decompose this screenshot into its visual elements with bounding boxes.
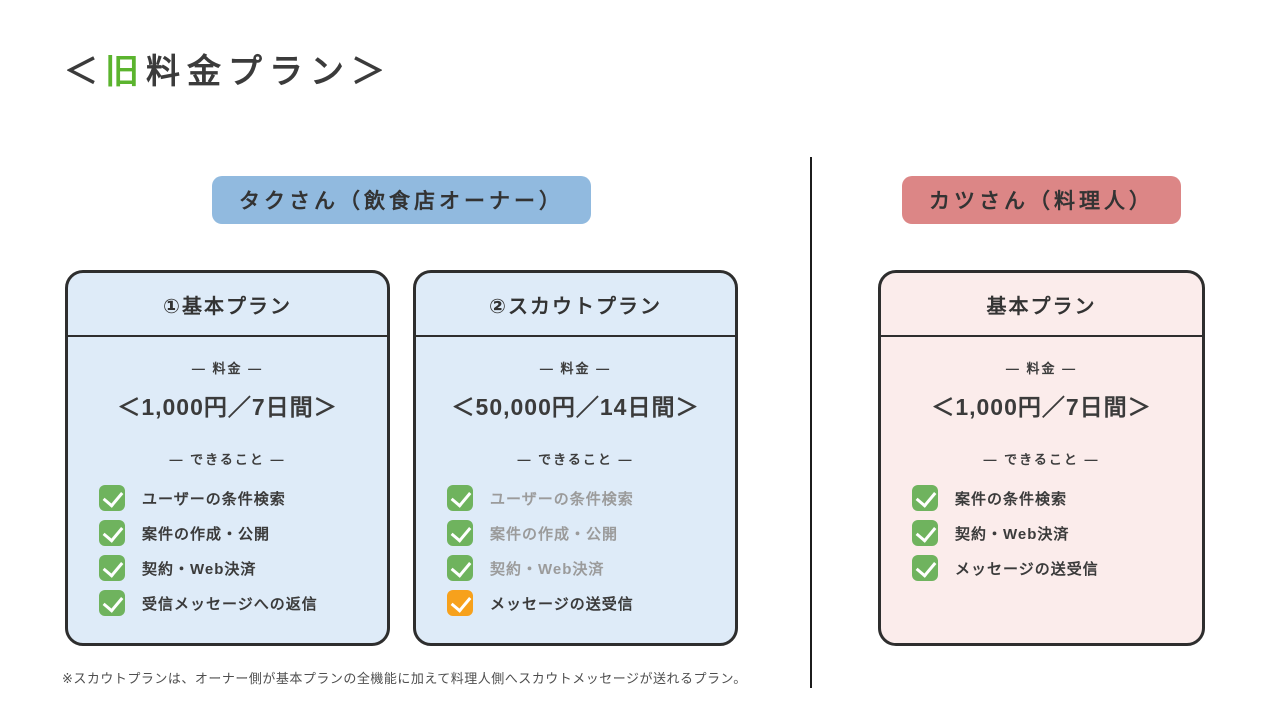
title-highlight-old: 旧 bbox=[105, 53, 146, 91]
feature-list: 案件の条件検索 契約・Web決済 メッセージの送受信 bbox=[881, 485, 1202, 581]
title-rest: 料金プラン＞ bbox=[146, 53, 392, 91]
owner-basic-plan-card: ①基本プラン ― 料金 ― ＜1,000円／7日間＞ ― できること ― ユーザ… bbox=[65, 270, 390, 646]
checkmark-icon bbox=[99, 520, 125, 546]
price-value: ＜50,000円／14日間＞ bbox=[451, 394, 700, 420]
features-label: ― できること ― bbox=[983, 452, 1100, 467]
feature-row: 案件の作成・公開 bbox=[447, 520, 735, 546]
plan-name: ①基本プラン bbox=[68, 273, 387, 337]
feature-label: メッセージの送受信 bbox=[490, 595, 634, 613]
plan-name: ②スカウトプラン bbox=[416, 273, 735, 337]
feature-list: ユーザーの条件検索 案件の作成・公開 契約・Web決済 メッセー bbox=[416, 485, 735, 616]
feature-label: 契約・Web決済 bbox=[490, 560, 605, 578]
feature-label: 案件の作成・公開 bbox=[142, 525, 271, 543]
checkmark-icon bbox=[912, 485, 938, 511]
feature-label: 受信メッセージへの返信 bbox=[142, 595, 318, 613]
feature-label: メッセージの送受信 bbox=[955, 560, 1099, 578]
checkmark-icon bbox=[447, 520, 473, 546]
price-label: ― 料金 ― bbox=[539, 361, 612, 376]
feature-row: 案件の条件検索 bbox=[912, 485, 1202, 511]
features-label: ― できること ― bbox=[169, 452, 286, 467]
price-value: ＜1,000円／7日間＞ bbox=[931, 394, 1152, 420]
checkmark-icon bbox=[99, 590, 125, 616]
checkmark-icon bbox=[912, 520, 938, 546]
checkmark-icon bbox=[99, 555, 125, 581]
checkmark-icon bbox=[912, 555, 938, 581]
feature-label: 案件の条件検索 bbox=[955, 490, 1068, 508]
chef-basic-plan-card: 基本プラン ― 料金 ― ＜1,000円／7日間＞ ― できること ― 案件の条… bbox=[878, 270, 1205, 646]
feature-label: 契約・Web決済 bbox=[142, 560, 257, 578]
feature-row: 受信メッセージへの返信 bbox=[99, 590, 387, 616]
feature-row: 契約・Web決済 bbox=[99, 555, 387, 581]
feature-list: ユーザーの条件検索 案件の作成・公開 契約・Web決済 受信メッ bbox=[68, 485, 387, 616]
features-label: ― できること ― bbox=[517, 452, 634, 467]
feature-label: 案件の作成・公開 bbox=[490, 525, 619, 543]
title-bracket-open: ＜ bbox=[64, 53, 105, 91]
checkmark-icon bbox=[447, 485, 473, 511]
feature-label: ユーザーの条件検索 bbox=[490, 490, 634, 508]
feature-row: 契約・Web決済 bbox=[447, 555, 735, 581]
owner-badge: タクさん（飲食店オーナー） bbox=[212, 176, 591, 224]
page-title: ＜旧料金プラン＞ bbox=[64, 44, 392, 93]
chef-badge-row: カツさん（料理人） bbox=[878, 176, 1205, 224]
feature-row: 案件の作成・公開 bbox=[99, 520, 387, 546]
checkmark-icon bbox=[99, 485, 125, 511]
feature-row: ユーザーの条件検索 bbox=[99, 485, 387, 511]
checkmark-icon bbox=[447, 590, 473, 616]
footnote: ※スカウトプランは、オーナー側が基本プランの全機能に加えて料理人側へスカウトメッ… bbox=[62, 671, 747, 686]
feature-row: ユーザーの条件検索 bbox=[447, 485, 735, 511]
owner-badge-row: タクさん（飲食店オーナー） bbox=[65, 176, 738, 224]
section-divider bbox=[810, 157, 812, 688]
plan-name: 基本プラン bbox=[881, 273, 1202, 337]
feature-row: 契約・Web決済 bbox=[912, 520, 1202, 546]
feature-label: 契約・Web決済 bbox=[955, 525, 1070, 543]
feature-label: ユーザーの条件検索 bbox=[142, 490, 286, 508]
card-body: ― 料金 ― ＜1,000円／7日間＞ ― できること ― ユーザーの条件検索 … bbox=[68, 337, 387, 616]
price-value: ＜1,000円／7日間＞ bbox=[117, 394, 338, 420]
owner-scout-plan-card: ②スカウトプラン ― 料金 ― ＜50,000円／14日間＞ ― できること ―… bbox=[413, 270, 738, 646]
chef-badge: カツさん（料理人） bbox=[902, 176, 1181, 224]
feature-row: メッセージの送受信 bbox=[447, 590, 735, 616]
card-body: ― 料金 ― ＜50,000円／14日間＞ ― できること ― ユーザーの条件検… bbox=[416, 337, 735, 616]
feature-row: メッセージの送受信 bbox=[912, 555, 1202, 581]
card-body: ― 料金 ― ＜1,000円／7日間＞ ― できること ― 案件の条件検索 契約… bbox=[881, 337, 1202, 581]
price-label: ― 料金 ― bbox=[191, 361, 264, 376]
price-label: ― 料金 ― bbox=[1005, 361, 1078, 376]
checkmark-icon bbox=[447, 555, 473, 581]
